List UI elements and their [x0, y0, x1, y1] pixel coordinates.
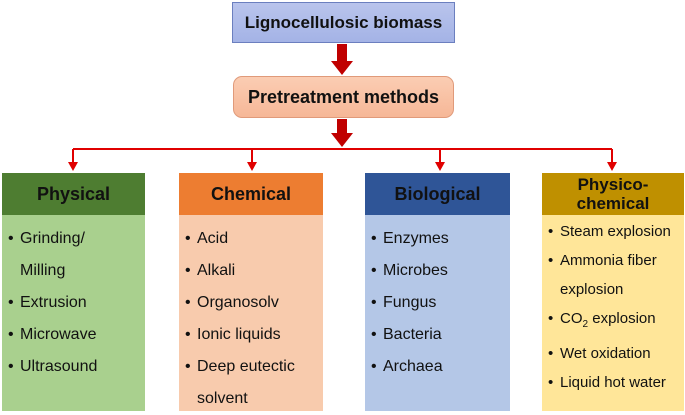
list-item: solvent	[185, 383, 317, 415]
pretreatment-methods-label: Pretreatment methods	[247, 86, 440, 107]
bullet: •	[548, 374, 554, 391]
bullet: •	[8, 294, 14, 311]
physical-body: • Grinding/ Milling • Extrusion • Microw…	[2, 215, 145, 411]
list-item: • Enzymes	[371, 223, 504, 255]
bullet: •	[8, 230, 14, 247]
physical-title: Physical	[36, 183, 111, 204]
list-item: • Wet oxidation	[548, 339, 678, 368]
list-item: • Deep eutectic	[185, 351, 317, 383]
list-item: • CO2 explosion	[548, 304, 678, 339]
list-item: • Alkali	[185, 255, 317, 287]
bullet: •	[548, 310, 554, 327]
list-item: • Microwave	[8, 319, 139, 351]
arrow-head-middle	[331, 133, 353, 147]
drop-physicochemical-head	[607, 162, 617, 171]
bullet: •	[371, 230, 377, 247]
item-text: Ammonia fiber	[560, 252, 657, 269]
item-text: solvent	[197, 390, 248, 407]
bullet: •	[548, 345, 554, 362]
arrow-shaft-top	[337, 44, 347, 61]
bullet: •	[371, 326, 377, 343]
bullet: •	[8, 326, 14, 343]
physicochemical-body: • Steam explosion • Ammonia fiber explos…	[542, 215, 684, 411]
list-item: • Ammonia fiber	[548, 246, 678, 275]
co2-subscript: 2	[582, 319, 589, 330]
bullet: •	[185, 230, 191, 247]
item-text: Acid	[197, 230, 229, 247]
bullet: •	[371, 358, 377, 375]
co2-text: CO	[560, 310, 583, 327]
pretreatment-methods-box: Pretreatment methods	[233, 76, 454, 118]
physicochemical-header: Physico- chemical	[542, 173, 684, 215]
bullet: •	[185, 294, 191, 311]
drop-biological-head	[435, 162, 445, 171]
biological-body: • Enzymes • Microbes • Fungus • Bacteria…	[365, 215, 510, 411]
item-text: Liquid hot water	[560, 374, 666, 391]
item-text: Bacteria	[383, 326, 442, 343]
list-item: • Extrusion	[8, 287, 139, 319]
item-text: Organosolv	[197, 294, 279, 311]
item-text: Ionic liquids	[197, 326, 281, 343]
chemical-body: • Acid • Alkali • Organosolv • Ionic liq…	[179, 215, 323, 411]
list-item: • Ionic liquids	[185, 319, 317, 351]
list-item: Milling	[8, 255, 139, 287]
item-text: Enzymes	[383, 230, 449, 247]
list-item: • Ultrasound	[8, 351, 139, 383]
chemical-title: Chemical	[210, 183, 292, 204]
list-item: • Acid	[185, 223, 317, 255]
list-item: • Archaea	[371, 351, 504, 383]
item-text: Alkali	[197, 262, 236, 279]
bullet: •	[548, 252, 554, 269]
item-text: Archaea	[383, 358, 443, 375]
item-text: Steam explosion	[560, 223, 671, 240]
lignocellulosic-biomass-label: Lignocellulosic biomass	[244, 12, 443, 32]
co2-explosion-text: explosion	[588, 310, 656, 327]
item-text: CO2 explosion	[560, 304, 678, 339]
drop-chemical-head	[247, 162, 257, 171]
list-item: • Bacteria	[371, 319, 504, 351]
list-item: • Fungus	[371, 287, 504, 319]
item-text: Milling	[20, 262, 66, 279]
item-text: Extrusion	[20, 294, 87, 311]
bullet: •	[371, 294, 377, 311]
item-text: Grinding/	[20, 230, 85, 247]
bullet: •	[185, 262, 191, 279]
item-text: Microwave	[20, 326, 97, 343]
list-item: • Grinding/	[8, 223, 139, 255]
physicochemical-title-line1: Physico-	[577, 175, 649, 194]
bullet: •	[8, 358, 14, 375]
chemical-header: Chemical	[179, 173, 323, 215]
list-item: • Liquid hot water	[548, 368, 678, 397]
item-text: Fungus	[383, 294, 437, 311]
bullet: •	[185, 326, 191, 343]
bullet: •	[548, 223, 554, 240]
arrow-head-top	[331, 61, 353, 75]
list-item: • Microbes	[371, 255, 504, 287]
lignocellulosic-biomass-box: Lignocellulosic biomass	[232, 2, 455, 43]
item-text: Deep eutectic	[197, 358, 295, 375]
item-text: Ultrasound	[20, 358, 98, 375]
item-text: Wet oxidation	[560, 345, 651, 362]
biological-header: Biological	[365, 173, 510, 215]
physicochemical-title-line2: chemical	[576, 194, 650, 213]
item-text: explosion	[560, 281, 624, 298]
biological-title: Biological	[394, 183, 481, 204]
item-text: Microbes	[383, 262, 448, 279]
bullet: •	[371, 262, 377, 279]
list-item: explosion	[548, 275, 678, 304]
list-item: • Organosolv	[185, 287, 317, 319]
list-item: • Steam explosion	[548, 217, 678, 246]
bullet: •	[185, 358, 191, 375]
arrow-shaft-middle	[337, 119, 347, 133]
physical-header: Physical	[2, 173, 145, 215]
drop-physical-head	[68, 162, 78, 171]
